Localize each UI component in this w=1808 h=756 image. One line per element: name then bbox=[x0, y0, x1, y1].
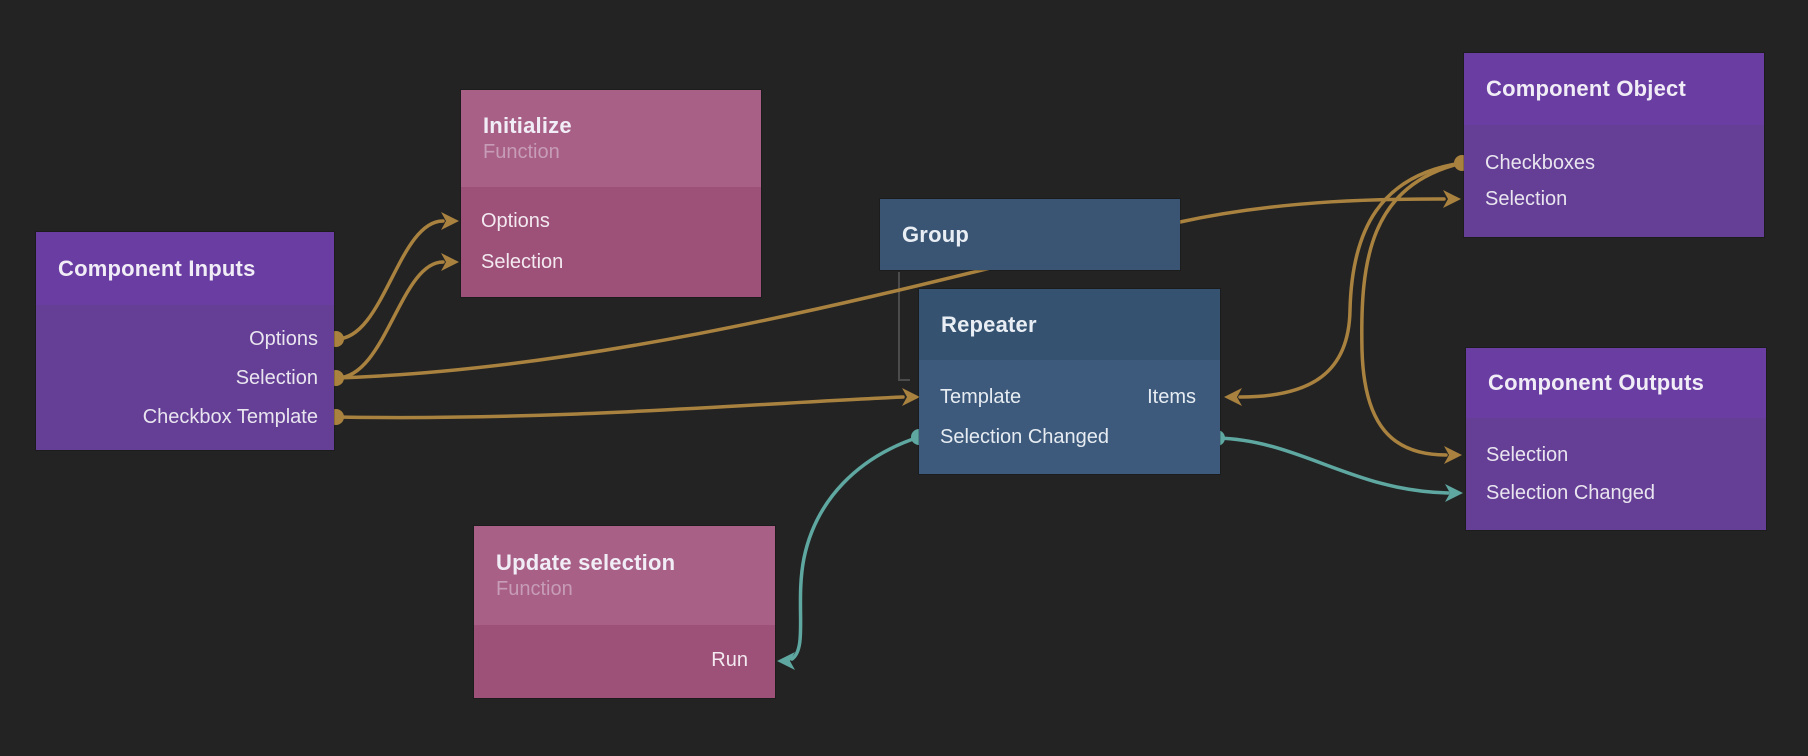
node-component-inputs[interactable]: Component Inputs Options Selection Check… bbox=[36, 232, 334, 450]
port-checkbox-template[interactable]: Checkbox Template bbox=[142, 406, 318, 428]
node-title: Component Outputs bbox=[1488, 370, 1705, 395]
wire-checkboxes-to-repeater-items[interactable] bbox=[1238, 161, 1464, 399]
node-repeater[interactable]: Repeater Template Items Selection Change… bbox=[919, 289, 1220, 474]
arrow-initialize-options bbox=[441, 212, 459, 230]
node-initialize[interactable]: Initialize Function Options Selection bbox=[461, 90, 761, 297]
port-template[interactable]: Template bbox=[940, 386, 1022, 408]
node-body: Template Items Selection Changed bbox=[919, 360, 1220, 474]
node-header[interactable]: Group bbox=[880, 199, 1180, 270]
node-header[interactable]: Component Object bbox=[1464, 53, 1764, 125]
node-title: Update selection bbox=[496, 550, 676, 575]
wire-selectionchanged-to-outputs-selectionchanged[interactable] bbox=[1215, 436, 1450, 495]
node-component-outputs[interactable]: Component Outputs Selection Selection Ch… bbox=[1466, 348, 1766, 530]
wire-checkboxes-to-outputs-selection[interactable] bbox=[1360, 161, 1464, 457]
node-group[interactable]: Group bbox=[880, 199, 1180, 270]
port-selection[interactable]: Selection bbox=[1485, 188, 1568, 210]
arrow-initialize-selection bbox=[441, 253, 459, 271]
node-header[interactable]: Component Inputs bbox=[36, 232, 334, 305]
arrow-outputs-selection bbox=[1444, 446, 1462, 464]
node-component-object[interactable]: Component Object Checkboxes Selection bbox=[1464, 53, 1764, 237]
port-selection[interactable]: Selection bbox=[235, 367, 318, 389]
node-body: Options Selection Checkbox Template bbox=[36, 305, 334, 450]
wire-inputs-checkboxtemplate-to-repeater-template[interactable] bbox=[334, 395, 905, 420]
node-title: Repeater bbox=[941, 311, 1037, 337]
arrow-updateselection-run bbox=[777, 652, 795, 670]
port-selection-changed[interactable]: Selection Changed bbox=[940, 426, 1110, 448]
node-subtitle: Function bbox=[483, 141, 560, 163]
wire-inputs-options-to-initialize-options[interactable] bbox=[334, 219, 445, 341]
node-title: Initialize bbox=[483, 113, 572, 138]
hierarchy-line-group-repeater bbox=[898, 272, 910, 381]
arrow-repeater-template bbox=[902, 388, 920, 406]
port-run[interactable]: Run bbox=[711, 649, 748, 671]
port-selection[interactable]: Selection bbox=[481, 251, 564, 273]
port-selection-changed[interactable]: Selection Changed bbox=[1486, 482, 1656, 504]
arrow-repeater-items bbox=[1224, 388, 1242, 406]
node-body: Options Selection bbox=[461, 187, 761, 297]
node-header[interactable]: Repeater bbox=[919, 289, 1220, 360]
wire-inputs-selection-to-initialize-selection[interactable] bbox=[334, 260, 445, 380]
node-title: Component Inputs bbox=[58, 255, 256, 281]
node-title: Group bbox=[902, 221, 969, 247]
port-selection[interactable]: Selection bbox=[1486, 444, 1569, 466]
port-options[interactable]: Options bbox=[481, 210, 550, 232]
node-header[interactable]: Component Outputs bbox=[1466, 348, 1766, 418]
arrow-outputs-selectionchanged bbox=[1445, 484, 1463, 502]
node-header[interactable]: Initialize Function bbox=[461, 90, 761, 187]
port-options[interactable]: Options bbox=[249, 328, 318, 350]
node-body: Selection Selection Changed bbox=[1466, 418, 1766, 530]
arrow-componentobject-selection bbox=[1443, 190, 1461, 208]
node-subtitle: Function bbox=[496, 578, 573, 600]
wire-selectionchanged-to-updateselection-run[interactable] bbox=[790, 435, 921, 661]
node-title: Component Object bbox=[1486, 76, 1686, 101]
port-checkboxes[interactable]: Checkboxes bbox=[1485, 152, 1596, 174]
node-header[interactable]: Update selection Function bbox=[474, 526, 775, 625]
port-items[interactable]: Items bbox=[1147, 386, 1196, 408]
node-body: Checkboxes Selection bbox=[1464, 125, 1764, 237]
node-body: Run bbox=[474, 625, 775, 698]
node-update-selection[interactable]: Update selection Function Run bbox=[474, 526, 775, 698]
